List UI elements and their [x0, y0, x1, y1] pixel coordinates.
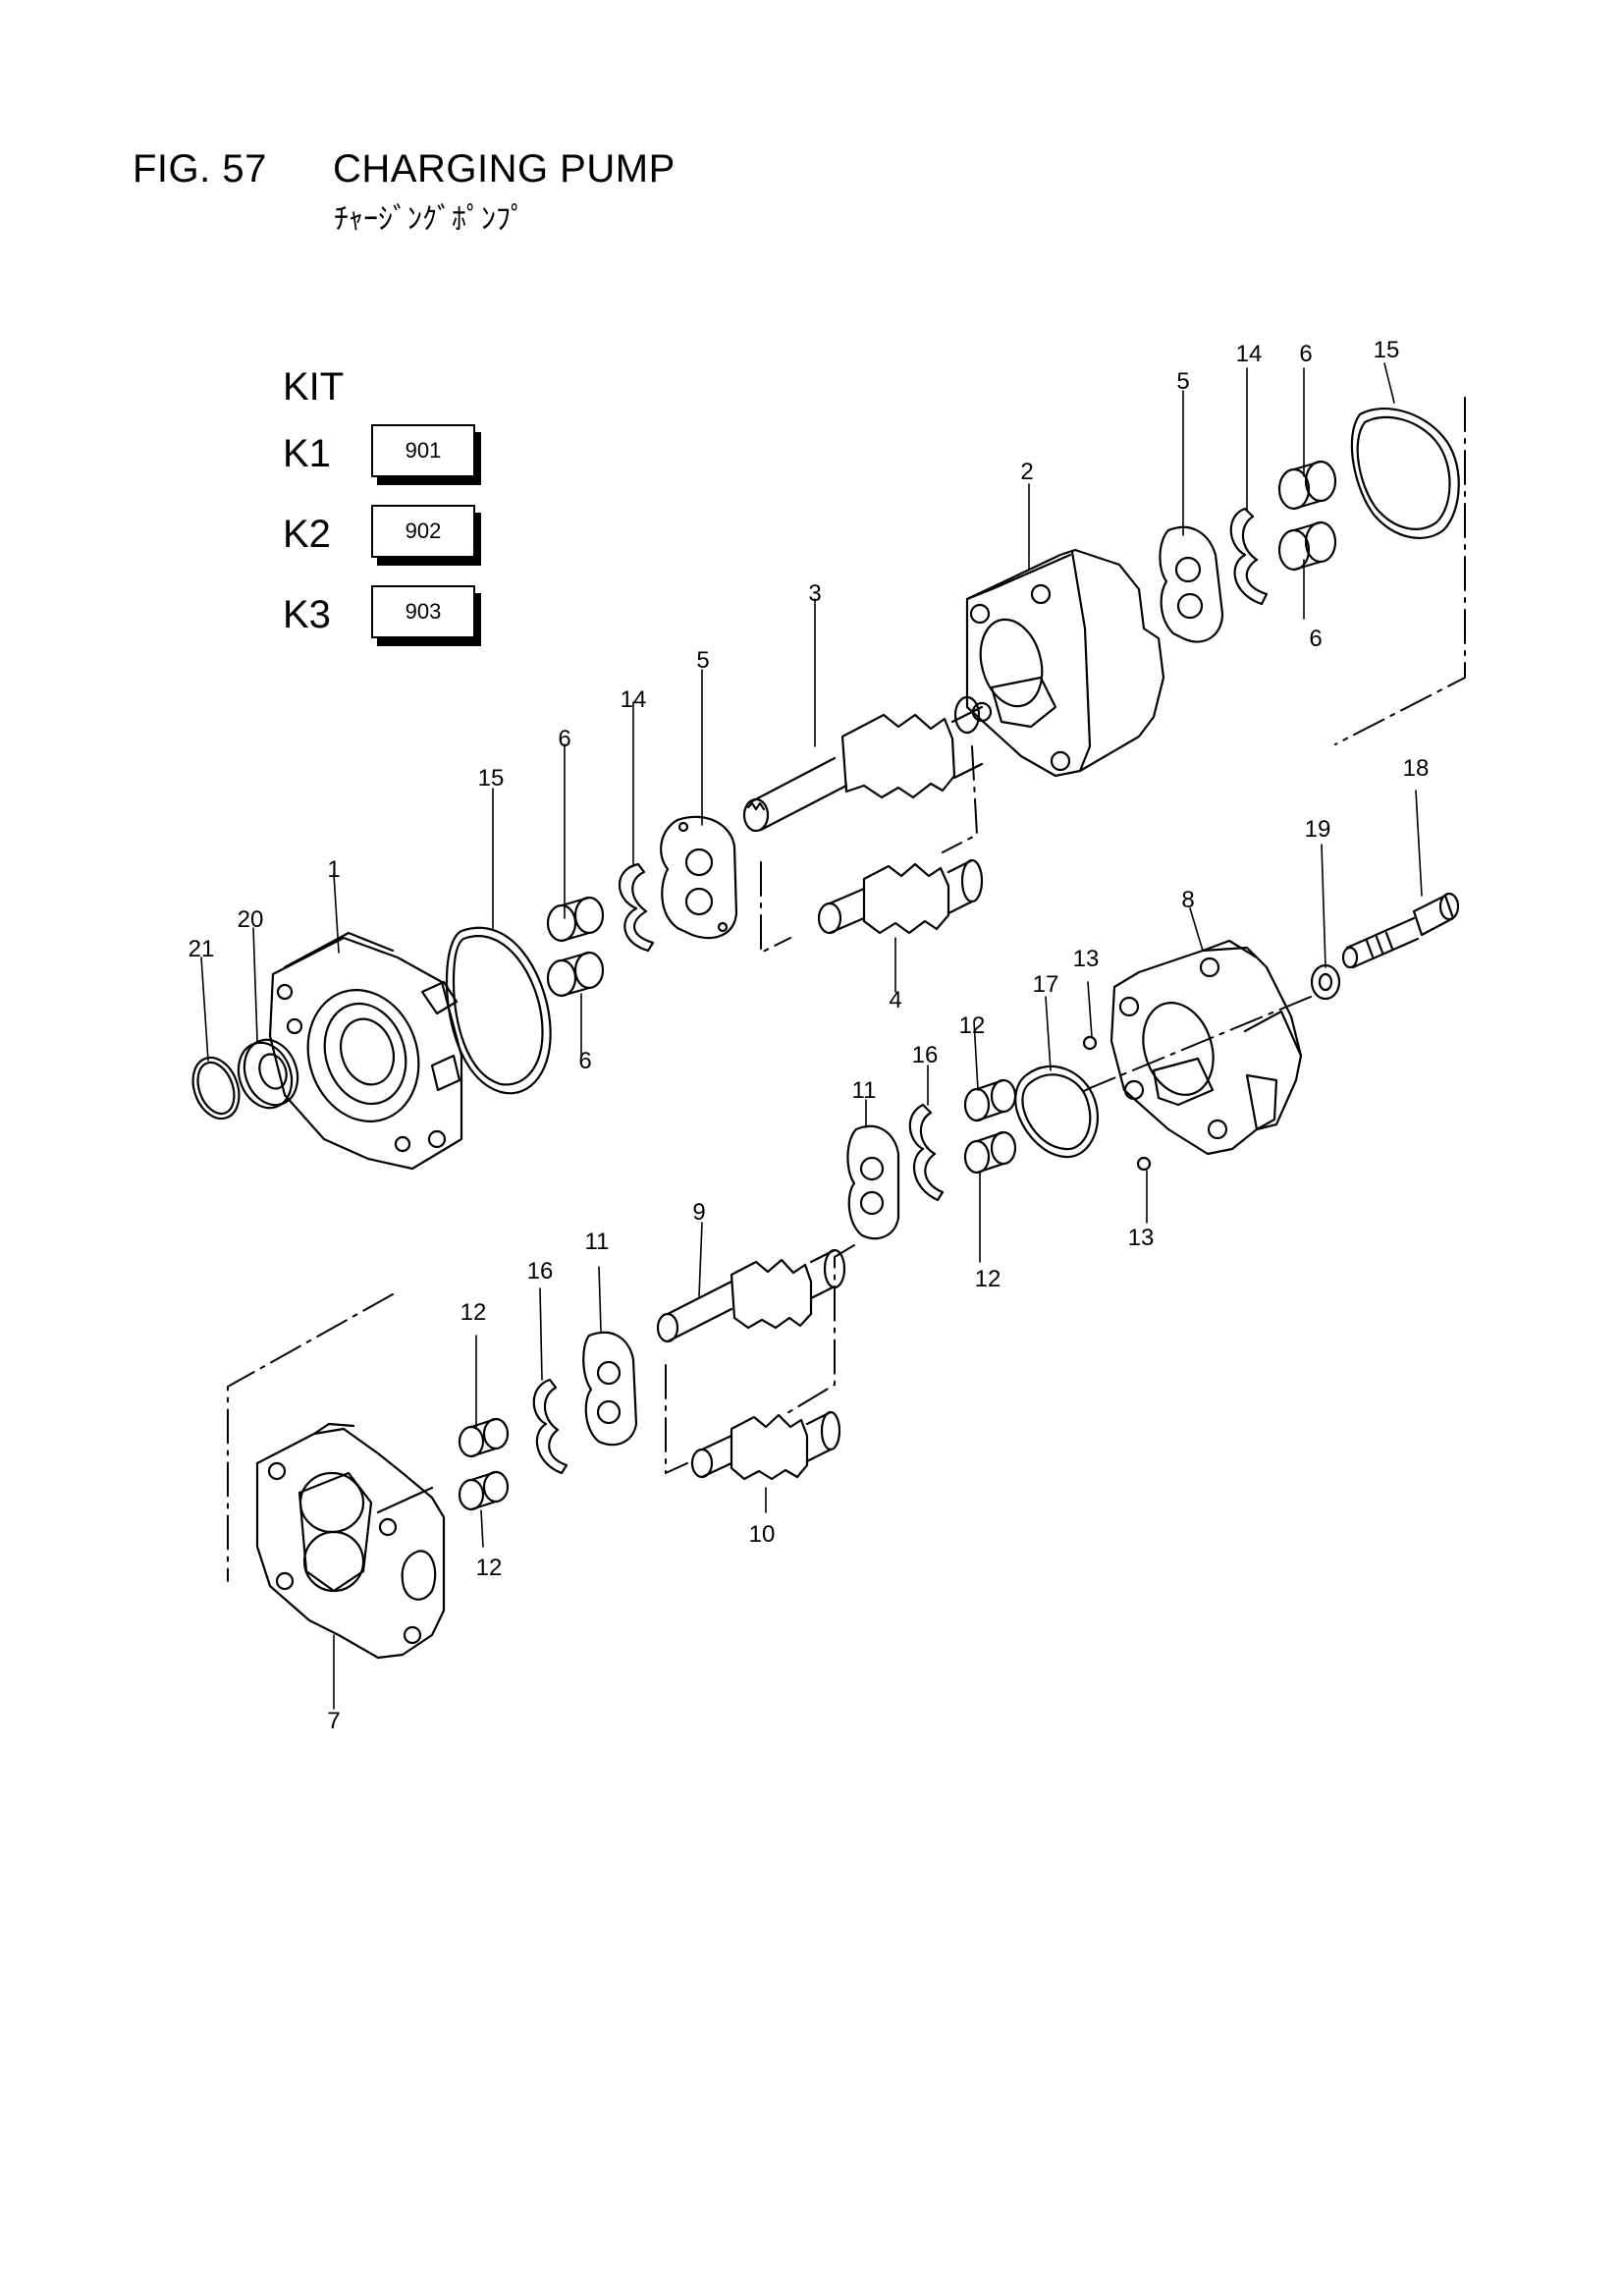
callout-5-front: 5: [696, 647, 709, 674]
callout-18: 18: [1403, 755, 1430, 782]
part-6-bushing-front-lower[interactable]: [546, 951, 605, 998]
part-15-oring-rear[interactable]: [1350, 407, 1460, 539]
kit-row-k3: K3: [283, 593, 371, 637]
kit-code-box-k1[interactable]: 901: [371, 424, 475, 477]
part-20-oil-seal[interactable]: [230, 1032, 306, 1116]
part-7-end-housing[interactable]: [255, 1422, 446, 1660]
callout-12-lower-upper: 12: [460, 1299, 487, 1326]
callout-7: 7: [327, 1708, 340, 1734]
part-10-driven-gear[interactable]: [690, 1410, 841, 1481]
callout-12-mid-lower: 12: [975, 1266, 1001, 1292]
part-21-snap-ring[interactable]: [185, 1051, 246, 1124]
figure-subtitle-japanese: ﾁｬｰｼﾞﾝｸﾞﾎﾟﾝﾌﾟ: [334, 202, 525, 237]
part-12-bushing-mid-lower[interactable]: [963, 1130, 1017, 1175]
part-6-bushing-front-upper[interactable]: [546, 896, 605, 943]
part-2-gear-housing[interactable]: [965, 548, 1165, 778]
callout-6-front-upper: 6: [558, 726, 570, 752]
part-16-backup-ring-mid[interactable]: [908, 1103, 945, 1202]
part-19-washer[interactable]: [1310, 963, 1341, 1001]
callout-14-rear: 14: [1236, 341, 1263, 367]
callout-14-front: 14: [621, 686, 647, 713]
part-13-pin-lower[interactable]: [1136, 1156, 1152, 1172]
callout-9: 9: [692, 1199, 705, 1226]
kit-id: K3: [283, 593, 331, 636]
callout-10: 10: [749, 1521, 776, 1548]
leader-lines: [200, 362, 1423, 1710]
part-9-drive-gear[interactable]: [656, 1248, 846, 1343]
part-5-side-plate-front[interactable]: [660, 815, 738, 940]
callout-8: 8: [1181, 887, 1194, 913]
part-3-drive-gear-shaft[interactable]: [742, 695, 984, 833]
part-11-side-plate-lower[interactable]: [582, 1331, 638, 1447]
callout-6-rear-upper: 6: [1299, 341, 1312, 367]
callout-16-mid: 16: [912, 1042, 939, 1068]
part-5-side-plate-rear[interactable]: [1159, 525, 1224, 643]
kit-code-box-k2[interactable]: 902: [371, 505, 475, 558]
kit-id: K1: [283, 432, 331, 475]
figure-name: CHARGING PUMP: [333, 147, 676, 191]
kit-row-k1: K1: [283, 432, 371, 476]
callout-16-lower: 16: [527, 1258, 554, 1285]
kit-code-box-k3[interactable]: 903: [371, 585, 475, 638]
part-13-pin-upper[interactable]: [1082, 1035, 1098, 1051]
callout-11-mid: 11: [852, 1077, 877, 1104]
part-16-backup-ring-lower[interactable]: [532, 1378, 568, 1475]
part-4-driven-gear[interactable]: [817, 858, 984, 935]
callout-13-upper: 13: [1073, 946, 1100, 972]
callout-12-mid-upper: 12: [959, 1012, 986, 1039]
kit-id: K2: [283, 513, 331, 556]
part-17-oring[interactable]: [1014, 1065, 1100, 1159]
part-14-backup-ring-front[interactable]: [619, 862, 655, 953]
callout-6-front-lower: 6: [578, 1048, 591, 1074]
part-12-bushing-mid-upper[interactable]: [963, 1078, 1017, 1122]
assembly-axis-lines: [227, 397, 1466, 1582]
callout-21: 21: [189, 936, 215, 962]
callout-17: 17: [1033, 971, 1059, 998]
kit-heading: KIT: [283, 365, 345, 409]
part-11-side-plate-mid[interactable]: [846, 1124, 900, 1240]
callout-3: 3: [808, 580, 821, 607]
figure-title: FIG. 57 CHARGING PUMP: [133, 147, 676, 191]
part-12-bushing-lower-lower[interactable]: [458, 1470, 510, 1511]
callout-11-lower: 11: [585, 1229, 610, 1255]
figure-number: FIG. 57: [133, 147, 267, 191]
part-6-bushing-rear-upper[interactable]: [1277, 460, 1337, 511]
callout-4: 4: [889, 987, 901, 1013]
part-12-bushing-lower-upper[interactable]: [458, 1417, 510, 1458]
part-1-front-cover[interactable]: [268, 931, 463, 1171]
part-14-backup-ring-rear[interactable]: [1229, 507, 1269, 606]
part-6-bushing-rear-lower[interactable]: [1277, 520, 1337, 572]
part-18-bolt[interactable]: [1341, 892, 1460, 969]
callout-20: 20: [238, 906, 264, 933]
callout-labels: 2 3 5 14 6 15 6 5 14 6 15 6 1 20 21 4 8 …: [189, 337, 1430, 1734]
callout-5-rear: 5: [1176, 368, 1189, 395]
callout-1: 1: [327, 856, 340, 883]
callout-2: 2: [1020, 459, 1033, 485]
part-8-rear-housing[interactable]: [1109, 939, 1303, 1156]
callout-15-rear: 15: [1374, 337, 1400, 363]
callout-15-front: 15: [478, 765, 505, 792]
callout-6-rear-lower: 6: [1309, 626, 1322, 652]
callout-12-lower-lower: 12: [476, 1555, 503, 1581]
part-15-oring-front[interactable]: [445, 926, 552, 1095]
callout-19: 19: [1305, 816, 1331, 843]
callout-13-lower: 13: [1128, 1225, 1155, 1251]
kit-row-k2: K2: [283, 513, 371, 557]
